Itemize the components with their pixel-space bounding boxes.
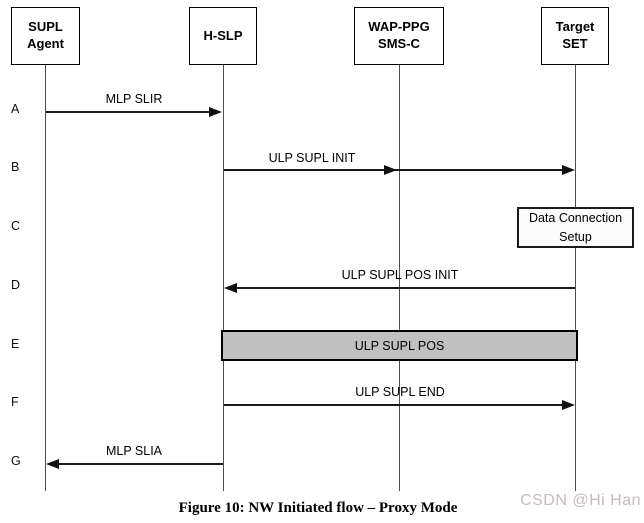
row-label-d: D <box>11 278 21 292</box>
data-connection-setup-box: Data Connection Setup <box>517 207 634 248</box>
row-label-a: A <box>11 102 20 116</box>
row-label-g: G <box>11 454 21 468</box>
message-label-ulp-supl-end: ULP SUPL END <box>355 385 445 399</box>
message-label-mlp-slir: MLP SLIR <box>105 92 163 106</box>
actor-label: SMS-C <box>378 36 420 51</box>
lifeline-supl-agent <box>45 65 46 491</box>
note-text: Data Connection <box>528 211 623 226</box>
actor-box-h-slp: H-SLP <box>189 7 257 65</box>
actor-label: Agent <box>27 36 64 51</box>
message-label-ulp-supl-init: ULP SUPL INIT <box>268 151 356 165</box>
row-label-e: E <box>11 337 20 351</box>
arrowhead-right-icon <box>384 165 397 175</box>
row-label-c: C <box>11 219 21 233</box>
message-line-ulp-supl-end <box>224 404 562 406</box>
note-text: Setup <box>559 229 592 244</box>
actor-label: H-SLP <box>203 27 243 43</box>
band-label: ULP SUPL POS <box>354 338 445 353</box>
message-label-ulp-supl-pos-init: ULP SUPL POS INIT <box>341 268 459 282</box>
watermark: CSDN @Hi Han <box>520 492 641 509</box>
actor-box-target-set: Target SET <box>541 7 609 65</box>
arrowhead-right-icon <box>562 400 575 410</box>
lifeline-wap-ppg-sms-c <box>399 65 400 491</box>
actor-label: SUPL <box>28 19 63 35</box>
message-line-ulp-supl-pos-init <box>237 287 575 289</box>
actor-box-wap-ppg-sms-c: WAP-PPG SMS-C <box>354 7 444 65</box>
arrowhead-left-icon <box>46 459 59 469</box>
message-line-mlp-slir <box>46 111 209 113</box>
row-label-f: F <box>11 395 19 409</box>
actor-label: SET <box>562 36 588 51</box>
actor-label: Target <box>555 19 595 35</box>
arrowhead-left-icon <box>224 283 237 293</box>
supl-pos-band: ULP SUPL POS <box>221 330 578 361</box>
arrowhead-right-icon <box>562 165 575 175</box>
row-label-b: B <box>11 160 20 174</box>
actor-label: WAP-PPG <box>368 19 430 35</box>
figure-caption: Figure 10: NW Initiated flow – Proxy Mod… <box>178 500 458 516</box>
lifeline-h-slp <box>223 65 224 491</box>
actor-box-supl-agent: SUPL Agent <box>11 7 80 65</box>
lifeline-target-set <box>575 65 576 491</box>
arrowhead-right-icon <box>209 107 222 117</box>
message-label-mlp-slia: MLP SLIA <box>105 444 163 458</box>
message-line-mlp-slia <box>59 463 223 465</box>
